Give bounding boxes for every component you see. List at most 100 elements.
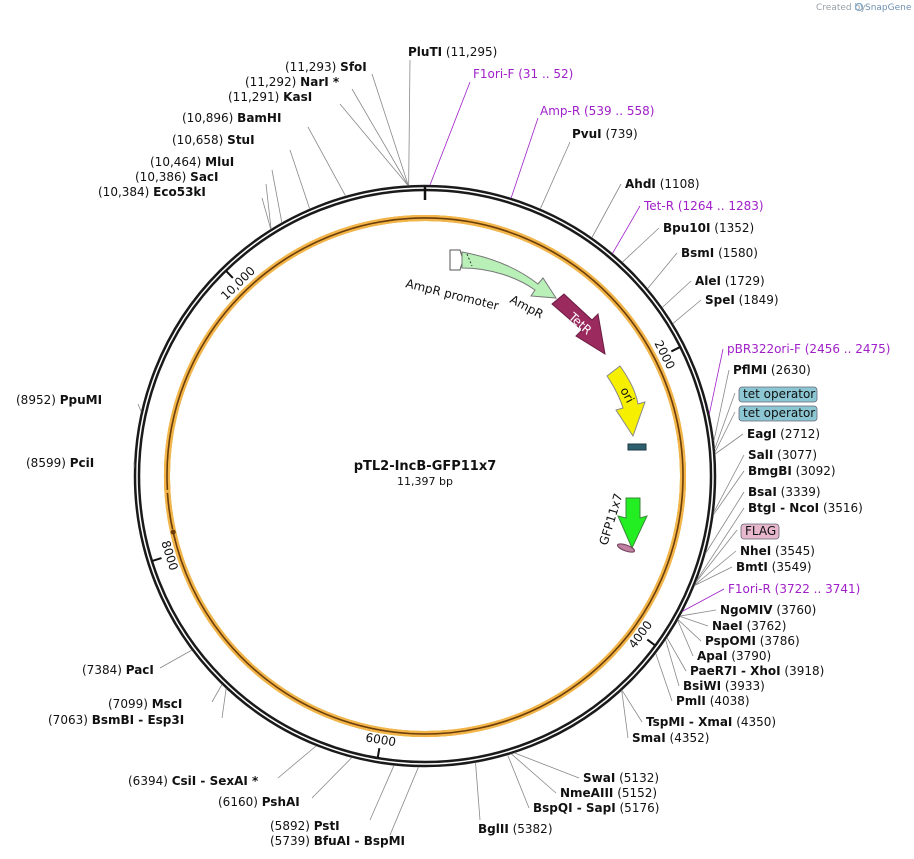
site-bsai[interactable]: BsaI (3339) (705, 485, 821, 554)
site-paci[interactable]: (7384) PacI (82, 649, 193, 677)
site-bspqi-sapi[interactable]: BspQI - SapI (5176) (507, 754, 660, 815)
site-pvui[interactable]: PvuI (739) (539, 127, 638, 209)
svg-text:BmgBI (3092): BmgBI (3092) (748, 464, 836, 478)
site-pmli[interactable]: PmlI (4038) (655, 653, 750, 708)
site-flag[interactable]: FLAG (695, 523, 780, 583)
site-spei[interactable]: SpeI (1849) (672, 293, 779, 324)
site-csii-sexai-[interactable]: (6394) CsiI - SexAI * (128, 745, 317, 788)
svg-text:AhdI (1108): AhdI (1108) (625, 177, 700, 191)
site-stui[interactable]: (10,658) StuI (172, 133, 311, 209)
site-paer7i-xhoi[interactable]: PaeR7I - XhoI (3918) (666, 637, 824, 678)
svg-text:tet operator: tet operator (743, 406, 815, 420)
site-nhei[interactable]: NheI (3545) (694, 544, 815, 586)
svg-text:SwaI (5132): SwaI (5132) (583, 771, 659, 785)
site-bglii[interactable]: BglII (5382) (475, 762, 553, 836)
svg-text:(8599) PciI: (8599) PciI (26, 456, 94, 470)
svg-text:(10,896) BamHI: (10,896) BamHI (182, 111, 281, 125)
svg-text:(11,292) NarI *: (11,292) NarI * (245, 75, 340, 89)
site-kasi[interactable]: (11,291) KasI (228, 90, 409, 186)
site-nari-[interactable]: (11,292) NarI * (245, 75, 409, 186)
site-bsiwi[interactable]: BsiWI (3933) (665, 639, 765, 693)
site-f1ori-f[interactable]: F1ori-F (31 .. 52) (429, 67, 573, 186)
site-tspmi-xmai[interactable]: TspMI - XmaI (4350) (621, 690, 776, 729)
feature-gfp11x7[interactable] (617, 497, 648, 550)
site-eco53ki[interactable]: (10,384) Eco53kI (98, 185, 272, 230)
site-pluti[interactable]: PluTI (11,295) (408, 45, 497, 186)
svg-text:(5739) BfuAI - BspMI: (5739) BfuAI - BspMI (270, 834, 405, 848)
site-ahdi[interactable]: AhdI (1108) (591, 177, 700, 238)
site-ngomiv[interactable]: NgoMIV (3760) (680, 603, 816, 617)
site-bmgbi[interactable]: BmgBI (3092) (713, 464, 836, 516)
svg-text:TspMI - XmaI (4350): TspMI - XmaI (4350) (646, 715, 776, 729)
site-tet-operator[interactable]: tet operator (714, 405, 818, 453)
feature-ampr[interactable] (461, 251, 557, 299)
site-tet-r[interactable]: Tet-R (1264 .. 1283) (612, 199, 764, 254)
flag-mark (616, 543, 636, 553)
site-mlui[interactable]: (10,464) MluI (150, 155, 283, 223)
svg-text:PflMI (2630): PflMI (2630) (733, 363, 811, 377)
site-bamhi[interactable]: (10,896) BamHI (182, 111, 346, 197)
site-ppumi[interactable]: (8952) PpuMI (16, 393, 142, 412)
svg-text:SmaI (4352): SmaI (4352) (632, 731, 709, 745)
site-swai[interactable]: SwaI (5132) (514, 752, 659, 785)
site-bsmi[interactable]: BsmI (1580) (647, 246, 758, 289)
site-btgi-ncoi[interactable]: BtgI - NcoI (3516) (696, 501, 863, 581)
credit-text: Created by (816, 3, 866, 13)
svg-text:PmlI (4038): PmlI (4038) (676, 694, 750, 708)
feature-tetr[interactable] (551, 293, 606, 356)
svg-text:(7384) PacI: (7384) PacI (82, 663, 154, 677)
svg-text:NheI (3545): NheI (3545) (740, 544, 815, 558)
site-tet-operator[interactable]: tet operator (714, 386, 818, 450)
svg-text:BsiWI (3933): BsiWI (3933) (683, 679, 765, 693)
snapgene-logo-icon (854, 2, 864, 12)
tick-mark (225, 270, 234, 279)
label-amp-promoter: AmpR promoter (404, 276, 500, 313)
feature-amp-promoter[interactable] (449, 249, 464, 271)
site-pbr322ori-f[interactable]: pBR322ori-F (2456 .. 2475) (708, 342, 890, 415)
svg-text:EagI (2712): EagI (2712) (747, 427, 820, 441)
site-msci[interactable]: (7099) MscI (108, 684, 223, 711)
credit-brand: SnapGene (865, 3, 912, 13)
svg-text:(11,293) SfoI: (11,293) SfoI (285, 60, 367, 74)
svg-text:F1ori-F (31 .. 52): F1ori-F (31 .. 52) (473, 67, 573, 81)
site-sfoi[interactable]: (11,293) SfoI (285, 60, 409, 186)
site-pcii[interactable]: (8599) PciI (26, 456, 135, 470)
site-smai[interactable]: SmaI (4352) (621, 690, 710, 745)
svg-text:BglII (5382): BglII (5382) (478, 822, 553, 836)
site-apai[interactable]: ApaI (3790) (677, 620, 771, 663)
site-bsmbi-esp3i[interactable]: (7063) BsmBI - Esp3I (48, 688, 227, 727)
orf-arcs (164, 215, 686, 738)
svg-text:SalI (3077): SalI (3077) (748, 448, 817, 462)
svg-text:(5892) PstI: (5892) PstI (270, 819, 340, 833)
site-psti[interactable]: (5892) PstI (270, 765, 395, 833)
site-nmeaiii[interactable]: NmeAIII (5152) (511, 753, 657, 800)
svg-text:NgoMIV (3760): NgoMIV (3760) (720, 603, 816, 617)
site-annotations: PluTI (11,295)F1ori-F (31 .. 52) Amp-R (5… (16, 45, 890, 848)
site-eagi[interactable]: EagI (2712) (714, 427, 820, 455)
site-alei[interactable]: AleI (1729) (661, 274, 765, 308)
svg-text:(10,386) SacI: (10,386) SacI (135, 170, 219, 184)
site-amp-r[interactable]: Amp-R (539 .. 558) (510, 104, 654, 199)
site-bfuai-bspmi[interactable]: (5739) BfuAI - BspMI (270, 766, 419, 848)
feature-ori[interactable] (606, 365, 646, 438)
site-bpu10i[interactable]: Bpu10I (1352) (622, 221, 754, 263)
site-pflmi[interactable]: PflMI (2630) (713, 363, 811, 441)
svg-text:Bpu10I (1352): Bpu10I (1352) (663, 221, 754, 235)
svg-text:(7099) MscI: (7099) MscI (108, 697, 182, 711)
site-naei[interactable]: NaeI (3762) (679, 615, 787, 633)
site-bmti[interactable]: BmtI (3549) (694, 560, 812, 586)
site-pshai[interactable]: (6160) PshAI (218, 757, 353, 809)
svg-text:AleI (1729): AleI (1729) (695, 274, 765, 288)
site-sali[interactable]: SalI (3077) (713, 448, 817, 513)
label-ori: ori (617, 385, 637, 405)
svg-text:BspQI - SapI (5176): BspQI - SapI (5176) (533, 801, 659, 815)
site-saci[interactable]: (10,386) SacI (135, 170, 272, 230)
svg-text:F1ori-R (3722 .. 3741): F1ori-R (3722 .. 3741) (728, 582, 860, 596)
site-pspomi[interactable]: PspOMI (3786) (677, 619, 800, 648)
svg-text:(8952) PpuMI: (8952) PpuMI (16, 393, 102, 407)
tet-operator-mark (627, 443, 647, 451)
site-f1ori-r[interactable]: F1ori-R (3722 .. 3741) (682, 582, 861, 612)
svg-text:NaeI (3762): NaeI (3762) (712, 619, 786, 633)
svg-text:tet operator: tet operator (743, 387, 815, 401)
